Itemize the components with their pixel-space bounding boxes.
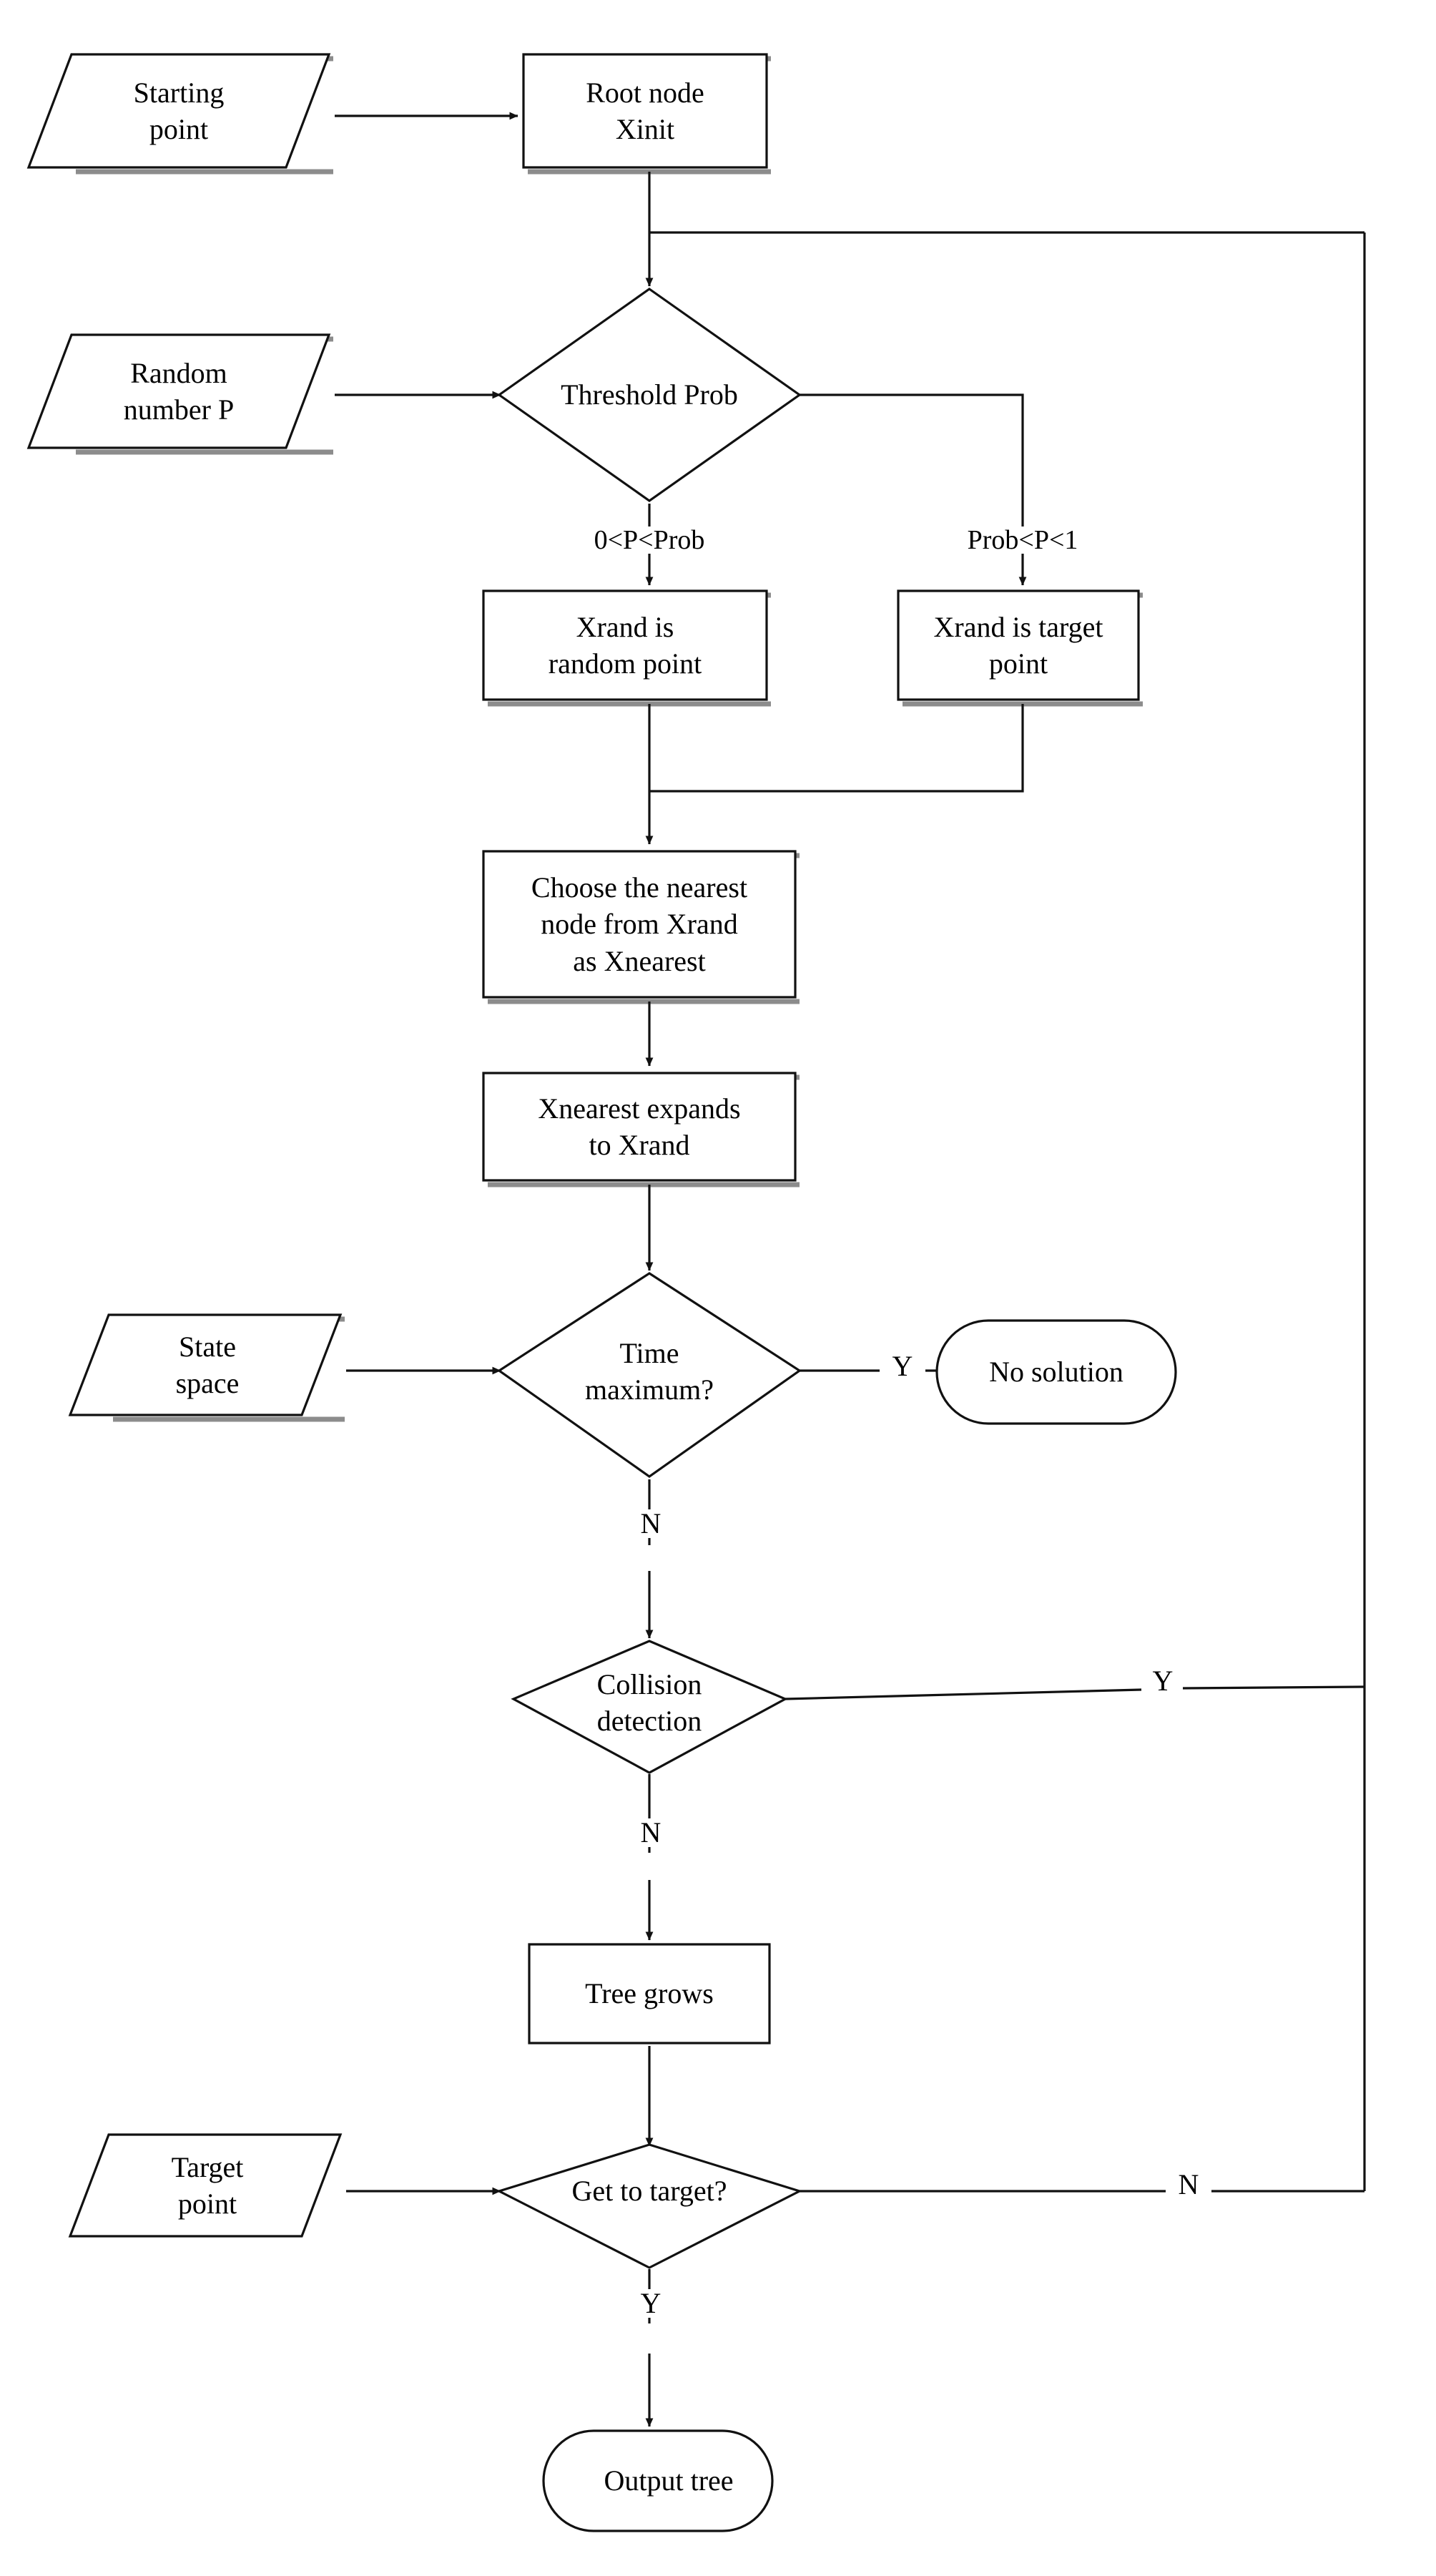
shape-tree-grows [528,1943,771,2044]
edge-label-prob-right: Prob<P<1 [930,527,1116,554]
edge-collision-y-left [785,1688,1142,1700]
edge-collision-y-right [1181,1685,1365,1690]
shape-state-space [68,1313,343,1416]
shape-target-point [68,2133,343,2238]
shape-xrand-target [897,589,1140,701]
edge-label-time-max-no: N [628,1509,674,1538]
shape-expand [482,1072,797,1182]
edge-xrandtarget-merge [649,704,1024,793]
shape-choose-nearest [482,850,797,999]
edge-label-get-target-no: N [1166,2170,1211,2199]
edge-label-prob-left: 0<P<Prob [545,527,754,554]
shape-random-number [26,333,331,449]
shape-collision-detection [511,1640,788,1774]
edge-label-collision-yes: Y [1143,1667,1183,1695]
shape-outlines [26,53,1177,2532]
shape-no-solution [935,1319,1177,1425]
edge-label-collision-no: N [628,1818,674,1847]
connector-lines [335,112,1366,2427]
shape-starting-point [26,53,331,169]
shape-get-to-target [496,2143,803,2269]
shape-time-maximum [497,1272,802,1478]
shape-root-node [522,53,768,169]
edge-label-get-target-yes: Y [628,2289,674,2318]
shape-xrand-random [482,589,768,701]
shape-output-tree [542,2429,774,2532]
shape-threshold-prob [497,288,802,502]
edge-label-time-max-yes: Y [880,1352,925,1381]
edge-threshold-right [800,393,1024,531]
shape-shadows [76,56,1143,1422]
